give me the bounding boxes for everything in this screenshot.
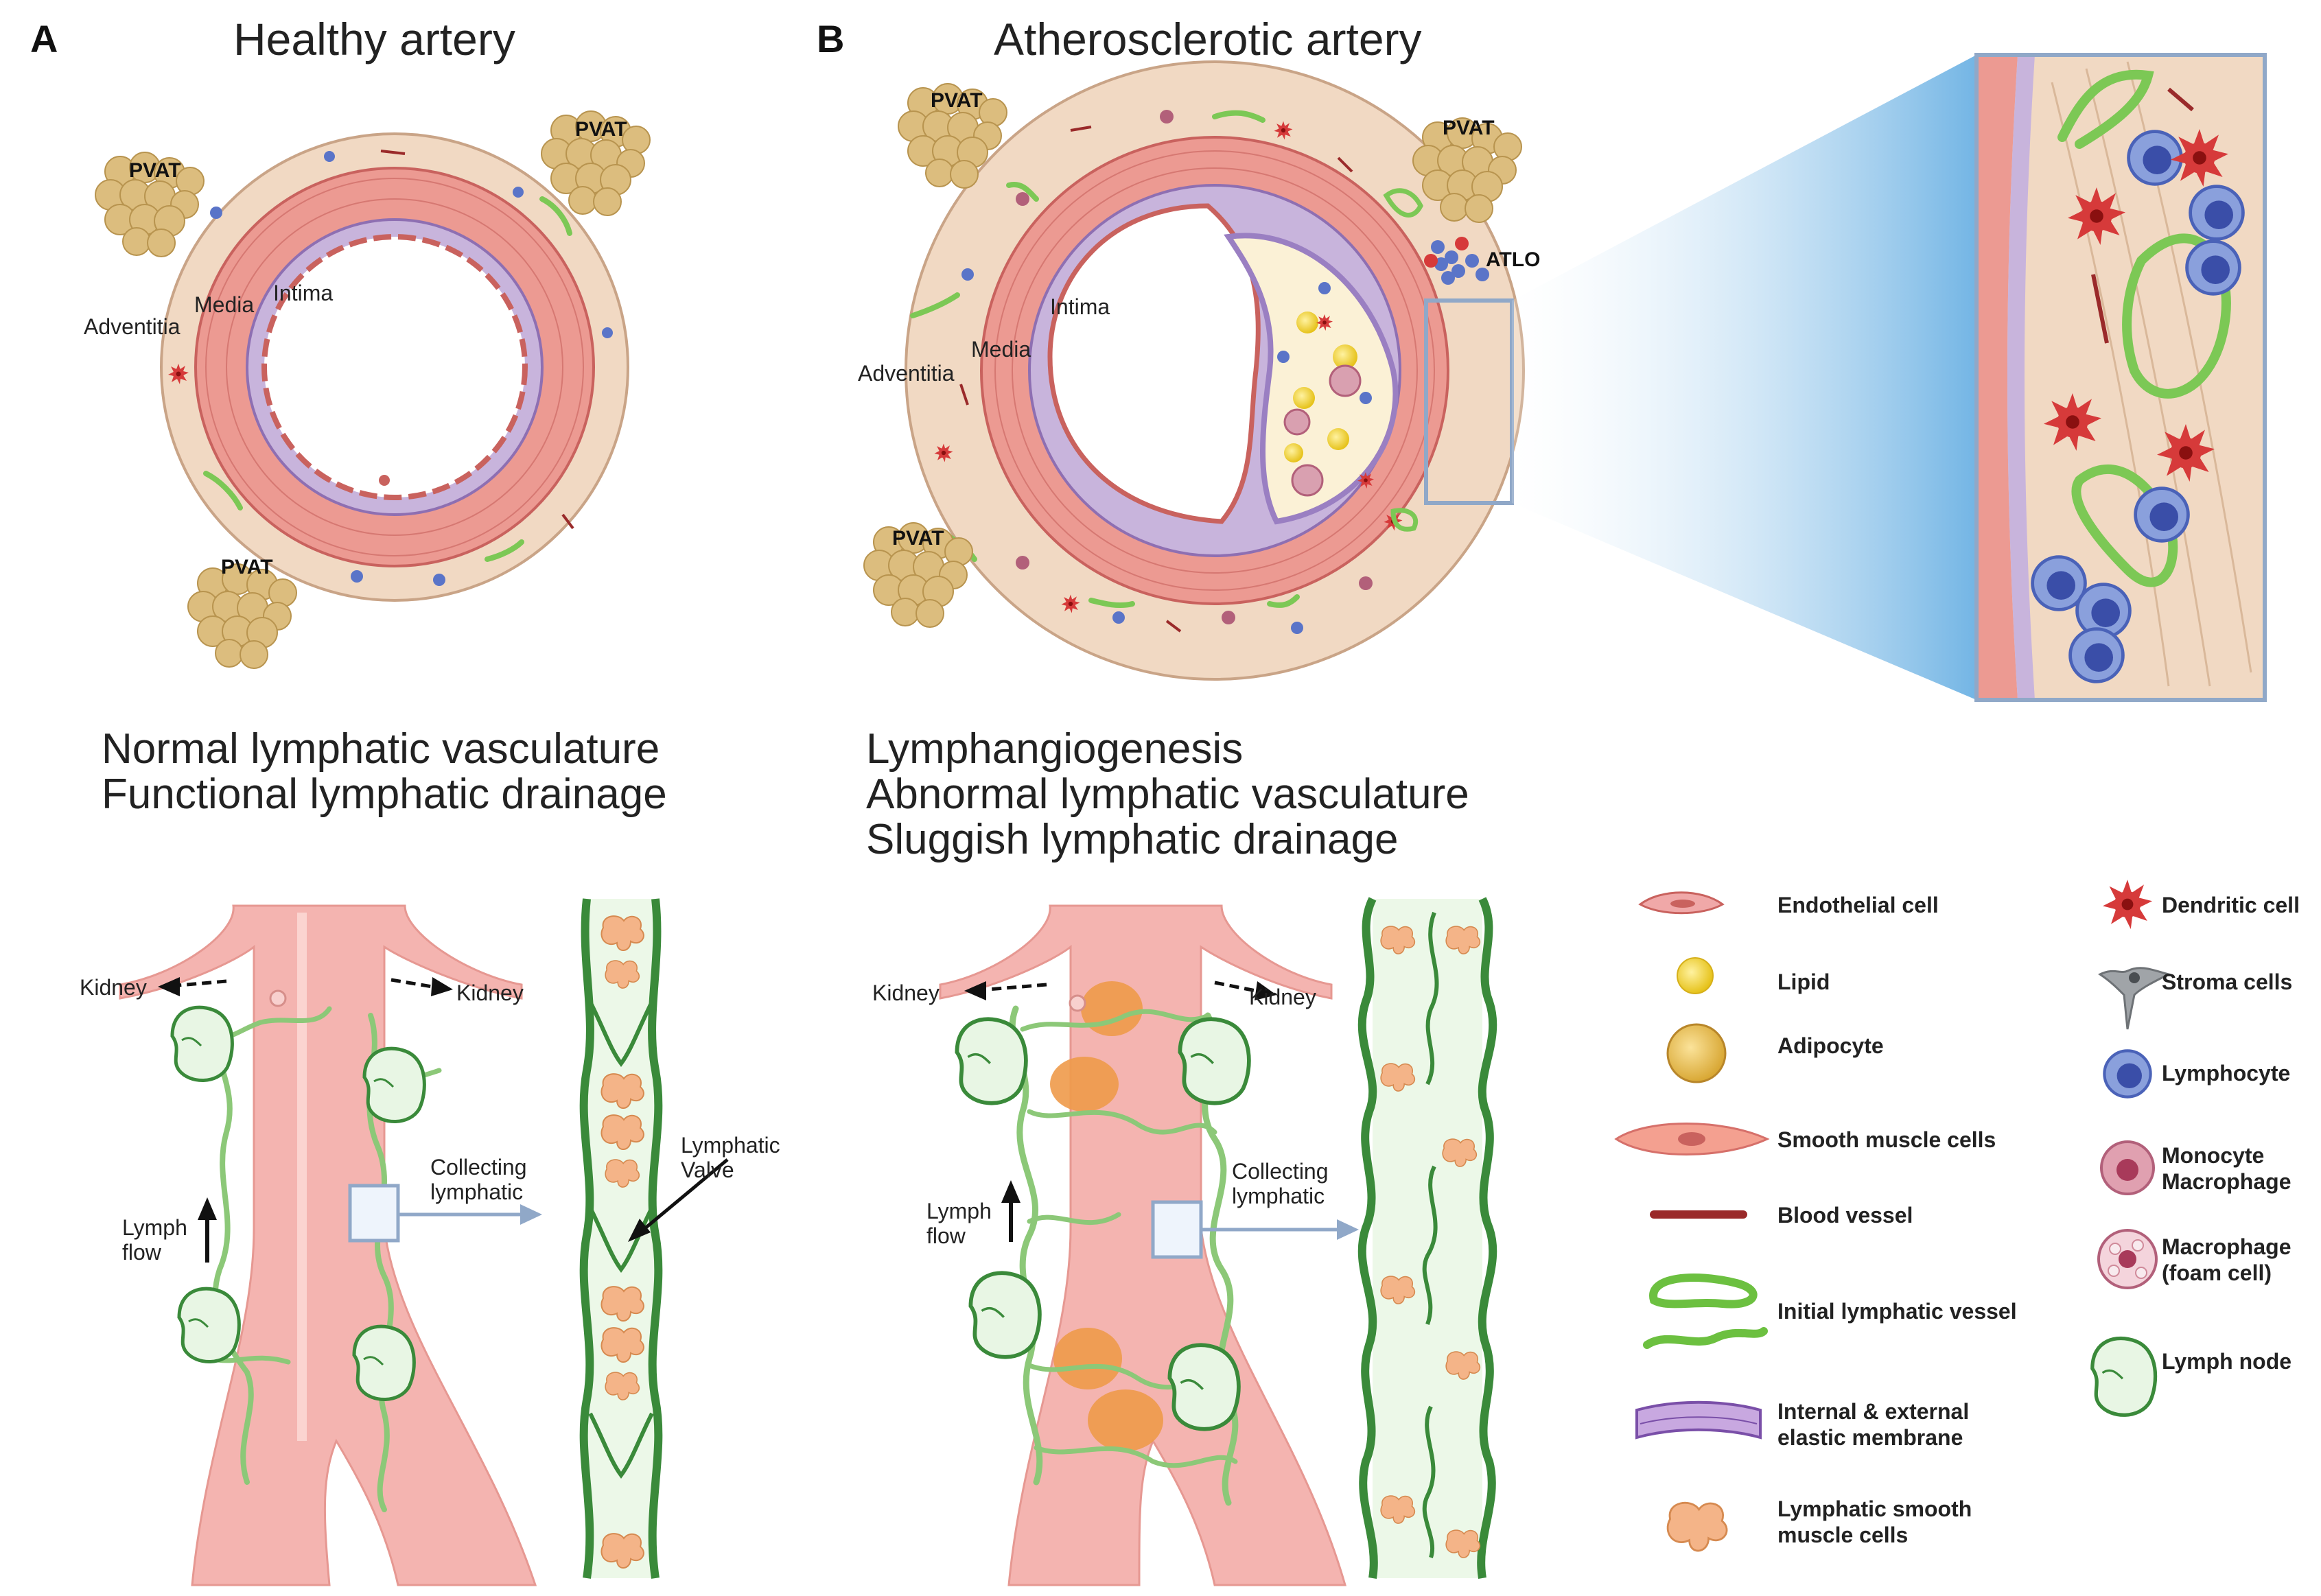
legend-lipid-label: Lipid — [1777, 970, 1830, 994]
panel-b-letter: B — [817, 17, 844, 60]
legend-elastic-membrane-icon — [1635, 1400, 1762, 1440]
pvat-label-b3: PVAT — [892, 527, 944, 550]
collecting-label-a-1: Collecting — [430, 1155, 527, 1180]
lymph-node-a4 — [354, 1326, 414, 1399]
collecting-lymphatic-b — [1357, 897, 1497, 1579]
lymph-flow-label-b-2: flow — [926, 1223, 966, 1248]
panel-b-lymph-title-2: Abnormal lymphatic vasculature — [866, 771, 1469, 818]
lymph-node-b3 — [970, 1273, 1039, 1357]
lymph-node-a1 — [172, 1007, 232, 1080]
valve-label-a-1: Lymphatic — [681, 1133, 780, 1158]
atherosclerotic-artery-cross-section — [905, 60, 1525, 681]
adventitia-label-a: Adventitia — [84, 314, 180, 339]
panel-a-letter: A — [30, 17, 58, 60]
legend-initial-lymphatic-icon — [1643, 1274, 1768, 1349]
panel-a-lymph-title-2: Functional lymphatic drainage — [102, 771, 667, 818]
collecting-arrow-a — [398, 1204, 542, 1225]
legend-monocyte-icon — [2100, 1140, 2155, 1195]
legend-lymphocyte-icon — [2104, 1051, 2150, 1096]
legend-monocyte-label-1: Monocyte — [2162, 1143, 2264, 1168]
atlo-label: ATLO — [1486, 248, 1540, 271]
healthy-aorta — [119, 904, 537, 1586]
legend-monocyte-label-2: Macrophage — [2162, 1169, 2291, 1194]
zoom-projection — [1512, 55, 1976, 700]
collecting-lymphatic-a — [579, 898, 663, 1579]
pvat-label-a3: PVAT — [221, 556, 273, 578]
legend-lymph-node-icon — [2092, 1338, 2156, 1415]
kidney-arrow-right-b — [1214, 981, 1276, 1000]
lymph-flow-label-a-2: flow — [122, 1240, 162, 1265]
kidney-arrow-right-a — [390, 977, 453, 996]
media-label-b: Media — [971, 337, 1031, 362]
legend-lsmc-label-1: Lymphatic smooth — [1777, 1497, 1972, 1521]
lymph-node-b1 — [957, 1019, 1025, 1103]
collecting-zoom-box-b — [1151, 1200, 1203, 1259]
legend-blood-vessel-label: Blood vessel — [1777, 1203, 1913, 1228]
lymph-node-b4 — [1169, 1345, 1238, 1429]
legend-adipocyte-icon — [1666, 1023, 1727, 1083]
panel-a-lymph-title-1: Normal lymphatic vasculature — [102, 725, 660, 773]
adventitia-label-b: Adventitia — [858, 361, 955, 386]
panel-b-lymph-title-3: Sluggish lymphatic drainage — [866, 816, 1398, 863]
intima-label-a: Intima — [273, 281, 333, 305]
legend-foam-label-1: Macrophage — [2162, 1234, 2291, 1259]
atlo-cluster — [1424, 237, 1489, 285]
pvat-label-a2: PVAT — [575, 118, 627, 141]
panel-b-lymph-title-1: Lymphangiogenesis — [866, 725, 1243, 773]
lymph-flow-arrow-a — [198, 1197, 217, 1263]
pvat-label-b2: PVAT — [1443, 117, 1495, 139]
zoom-inset — [1974, 53, 2267, 702]
lymph-node-a3 — [179, 1289, 239, 1361]
legend-lymph-node-label: Lymph node — [2162, 1349, 2291, 1374]
collecting-label-b-1: Collecting — [1232, 1159, 1329, 1184]
lymph-node-b2 — [1180, 1019, 1248, 1103]
legend-dendritic-label: Dendritic cell — [2162, 893, 2300, 917]
kidney-arrow-left-b — [964, 981, 1047, 1000]
pvat-label-b1: PVAT — [931, 89, 983, 112]
legend-foam-cell-icon — [2097, 1229, 2158, 1289]
kidney-label-a-left: Kidney — [80, 975, 147, 1000]
healthy-artery-cross-section — [160, 132, 629, 602]
lymph-flow-label-b-1: Lymph — [926, 1199, 992, 1223]
legend-stroma-label: Stroma cells — [2162, 970, 2292, 994]
kidney-label-a-right: Kidney — [456, 981, 524, 1005]
collecting-zoom-box-a — [348, 1184, 400, 1243]
legend-dendritic-icon — [2103, 880, 2152, 929]
collecting-label-b-2: lymphatic — [1232, 1184, 1325, 1208]
legend-initial-lymphatic-label: Initial lymphatic vessel — [1777, 1299, 2017, 1324]
legend: Endothelial cell Lipid Adipocyte Smooth … — [1614, 880, 2300, 1552]
kidney-arrow-left-a — [158, 977, 227, 996]
valve-arrow-a — [628, 1158, 729, 1242]
legend-elastic-label-2: elastic membrane — [1777, 1425, 1963, 1450]
legend-lipid-icon — [1677, 957, 1714, 994]
pvat-cluster-a3 — [187, 563, 297, 669]
kidney-label-b-right: Kidney — [1249, 985, 1316, 1009]
valve-label-a-2: Valve — [681, 1158, 734, 1182]
collecting-label-a-2: lymphatic — [430, 1180, 523, 1204]
legend-lsmc-icon — [1666, 1501, 1728, 1552]
legend-smooth-muscle-label: Smooth muscle cells — [1777, 1127, 1996, 1152]
panel-a-title: Healthy artery — [233, 14, 515, 64]
lymph-flow-label-a-1: Lymph — [122, 1215, 187, 1240]
legend-stroma-icon — [2098, 967, 2172, 1030]
legend-foam-label-2: (foam cell) — [2162, 1260, 2272, 1285]
media-label-a: Media — [194, 292, 254, 317]
lymph-flow-arrow-b — [1001, 1180, 1020, 1242]
legend-endothelial-label: Endothelial cell — [1777, 893, 1939, 917]
kidney-label-b-left: Kidney — [872, 981, 940, 1005]
legend-lymphocyte-label: Lymphocyte — [2162, 1061, 2290, 1085]
collecting-arrow-b — [1201, 1219, 1359, 1240]
legend-lsmc-label-2: muscle cells — [1777, 1523, 1908, 1547]
panel-b-title: Atherosclerotic artery — [994, 14, 1422, 64]
legend-elastic-label-1: Internal & external — [1777, 1399, 1969, 1424]
intima-label-b: Intima — [1050, 294, 1110, 319]
pvat-label-a1: PVAT — [129, 159, 181, 182]
atherosclerotic-aorta — [939, 904, 1346, 1586]
legend-adipocyte-label: Adipocyte — [1777, 1033, 1884, 1058]
lymph-node-a2 — [364, 1048, 424, 1121]
